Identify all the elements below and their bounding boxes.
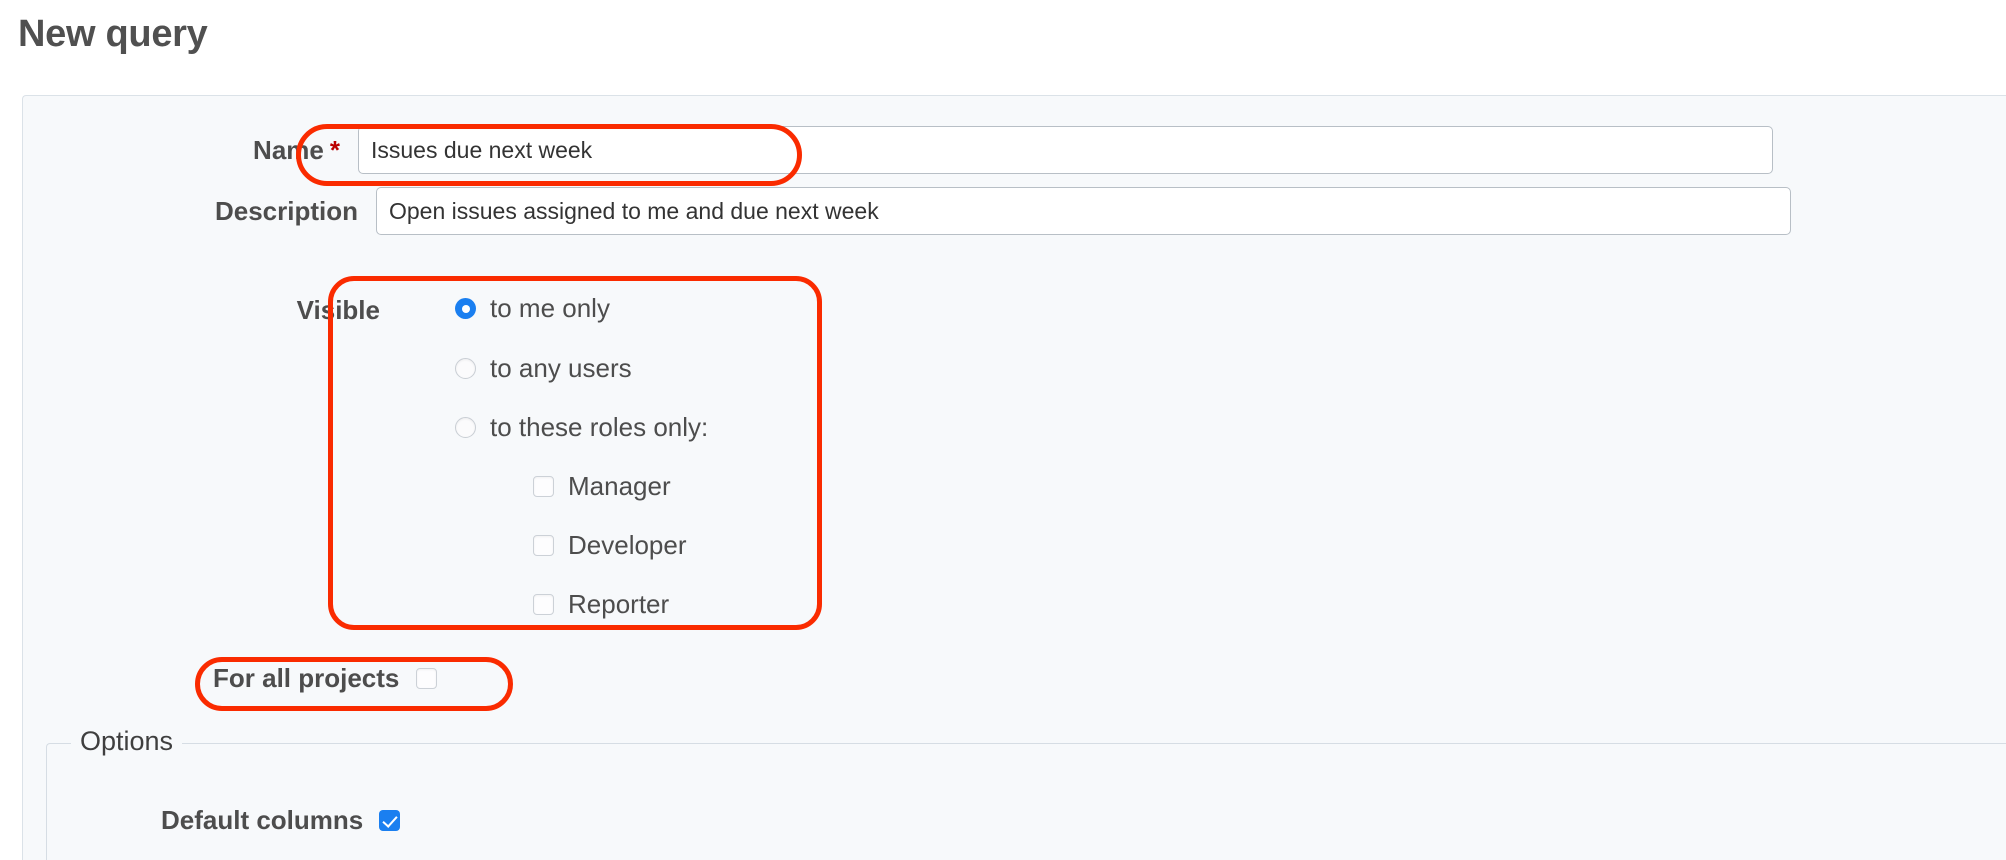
visible-option-to-me-only[interactable]: to me only (455, 293, 610, 324)
name-field-row: Name* (230, 126, 1773, 174)
checkbox-unchecked-icon[interactable] (533, 535, 554, 556)
default-columns-row[interactable]: Default columns (161, 805, 401, 836)
visible-option-label: to me only (490, 293, 610, 323)
role-checkbox-reporter[interactable]: Reporter (533, 589, 669, 620)
visible-label: Visible (296, 295, 380, 325)
visible-option-to-any-users[interactable]: to any users (455, 353, 632, 384)
role-checkbox-manager[interactable]: Manager (533, 471, 671, 502)
name-input[interactable] (358, 126, 1773, 174)
radio-unselected-icon[interactable] (455, 417, 476, 438)
default-columns-label: Default columns (161, 805, 364, 835)
role-label: Developer (568, 530, 687, 560)
for-all-projects-label: For all projects (213, 663, 400, 693)
role-checkbox-developer[interactable]: Developer (533, 530, 687, 561)
checkbox-unchecked-icon[interactable] (533, 476, 554, 497)
for-all-projects-row[interactable]: For all projects (213, 663, 438, 694)
checkbox-unchecked-icon[interactable] (533, 594, 554, 615)
page-title: New query (18, 13, 208, 55)
role-label: Manager (568, 471, 671, 501)
options-legend: Options (71, 725, 183, 758)
visible-option-label: to these roles only: (490, 412, 709, 442)
for-all-projects-checkbox[interactable] (416, 668, 438, 689)
description-field-row: Description (180, 187, 1791, 235)
visible-option-label: to any users (490, 353, 632, 383)
radio-unselected-icon[interactable] (455, 358, 476, 379)
role-label: Reporter (568, 589, 670, 619)
visible-option-to-these-roles-only[interactable]: to these roles only: (455, 412, 708, 443)
description-input[interactable] (376, 187, 1791, 235)
options-fieldset: Options (46, 725, 2006, 860)
radio-selected-icon[interactable] (455, 298, 476, 319)
default-columns-checkbox[interactable] (379, 810, 401, 831)
name-label-text: Name (253, 134, 324, 165)
description-label: Description (214, 195, 358, 226)
name-label: Name* (230, 135, 340, 166)
required-asterisk-icon: * (329, 134, 340, 165)
